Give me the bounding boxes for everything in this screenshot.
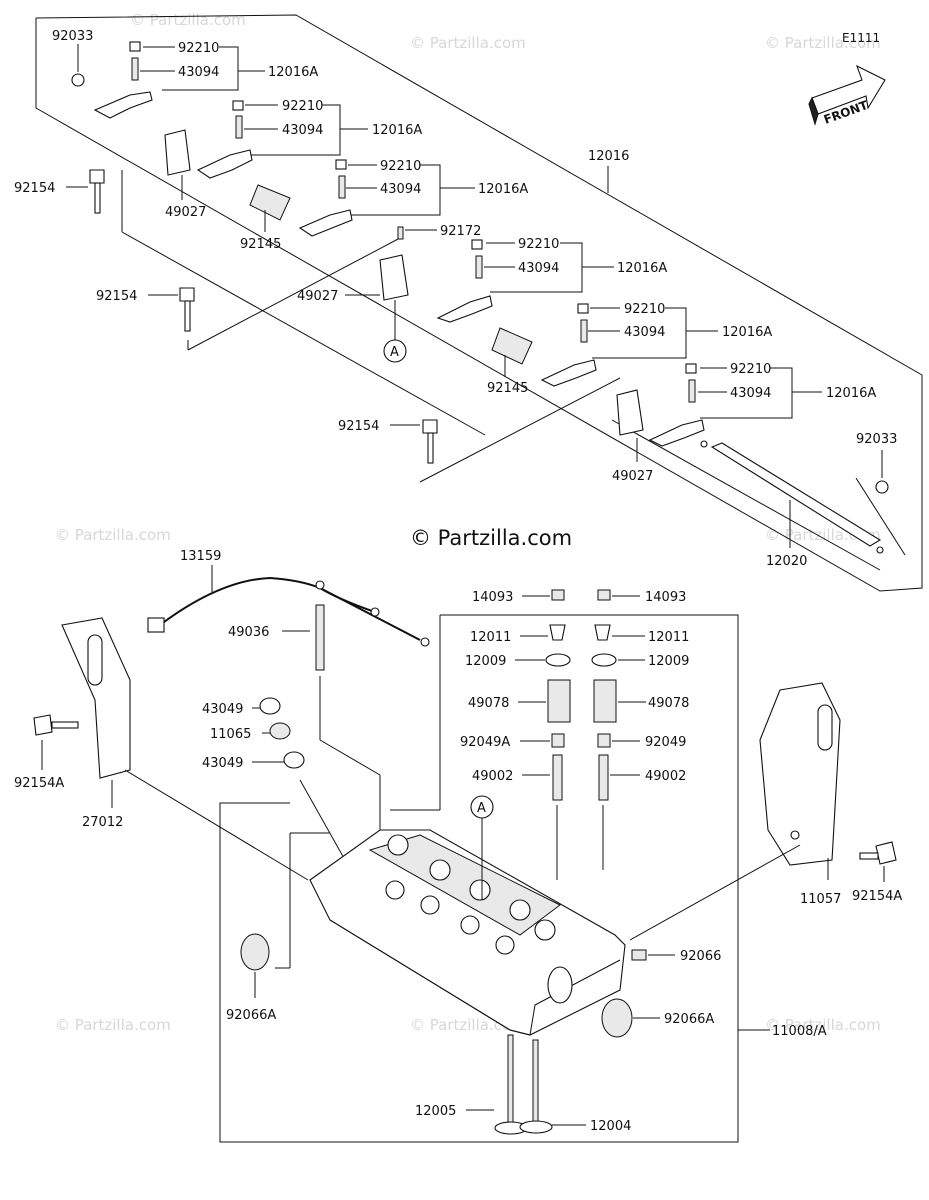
rocker-set-3: 92210 43094 12016A xyxy=(298,159,528,237)
label-12016: 12016 xyxy=(588,149,629,164)
collar-92033-left xyxy=(71,73,85,87)
label-92145: 92145 xyxy=(240,237,281,252)
label-49078: 49078 xyxy=(648,696,689,711)
label-A: A xyxy=(477,801,486,816)
label-12016A: 12016A xyxy=(268,65,318,80)
rocker-shaft: 12020 xyxy=(700,440,884,569)
watermark: © Partzilla.com xyxy=(410,34,526,52)
rocker-set-5: 92210 43094 12016A xyxy=(540,302,772,387)
label-92210: 92210 xyxy=(730,362,771,377)
label-43094: 43094 xyxy=(282,123,323,138)
label-11065: 11065 xyxy=(210,727,251,742)
label-11008A: 11008/A xyxy=(772,1024,827,1039)
diagram-code: E1111 xyxy=(842,31,880,45)
label-92154: 92154 xyxy=(14,181,55,196)
watermarks: © Partzilla.com © Partzilla.com © Partzi… xyxy=(55,11,881,1034)
label-12011: 12011 xyxy=(470,630,511,645)
label-92172: 92172 xyxy=(440,224,481,239)
label-43049: 43049 xyxy=(202,702,243,717)
valve-group: 12005 12004 xyxy=(415,1034,631,1135)
label-92066A: 92066A xyxy=(226,1008,276,1023)
adjuster-screw-icon xyxy=(131,57,139,81)
label-12016A: 12016A xyxy=(478,182,528,197)
label-92154: 92154 xyxy=(338,419,379,434)
cylinder-head-icon xyxy=(309,829,626,1036)
label-12016A: 12016A xyxy=(722,325,772,340)
label-92145: 92145 xyxy=(487,381,528,396)
label-12016A: 12016A xyxy=(372,123,422,138)
seal-group: 43049 11065 43049 xyxy=(202,697,346,861)
label-43094: 43094 xyxy=(518,261,559,276)
label-12011: 12011 xyxy=(648,630,689,645)
label-49002: 49002 xyxy=(645,769,686,784)
plug-group: 92066A 92066 92066A xyxy=(226,933,721,1038)
label-12004: 12004 xyxy=(590,1119,631,1134)
ref-marker-A xyxy=(383,339,407,363)
label-92210: 92210 xyxy=(282,99,323,114)
label-12020: 12020 xyxy=(766,554,807,569)
collar-92033-right xyxy=(875,480,889,494)
label-12009: 12009 xyxy=(648,654,689,669)
label-43094: 43094 xyxy=(624,325,665,340)
rocker-set-2: 92210 43094 12016A xyxy=(196,99,422,179)
label-43094: 43094 xyxy=(380,182,421,197)
label-49002: 49002 xyxy=(472,769,513,784)
glow-plug-icon xyxy=(315,604,325,671)
bolt-group-upper: 92154 92154 92154 xyxy=(14,169,438,464)
label-92154A: 92154A xyxy=(852,889,902,904)
label-92210: 92210 xyxy=(178,41,219,56)
center-watermark: © Partzilla.com xyxy=(410,526,572,550)
label-A: A xyxy=(390,345,399,360)
watermark: © Partzilla.com xyxy=(130,11,246,29)
watermark: © Partzilla.com xyxy=(55,526,171,544)
label-12005: 12005 xyxy=(415,1104,456,1119)
label-43094: 43094 xyxy=(178,65,219,80)
label-92033-left: 92033 xyxy=(52,29,93,44)
label-43049: 43049 xyxy=(202,756,243,771)
label-92154A: 92154A xyxy=(14,776,64,791)
spring-group: 92145 92145 xyxy=(240,184,533,396)
label-92049: 92049 xyxy=(645,735,686,750)
watermark: © Partzilla.com xyxy=(765,34,881,52)
label-14093: 14093 xyxy=(472,590,513,605)
label-12016A: 12016A xyxy=(617,261,667,276)
label-13159: 13159 xyxy=(180,549,221,564)
label-92154: 92154 xyxy=(96,289,137,304)
label-49036: 49036 xyxy=(228,625,269,640)
watermark: © Partzilla.com xyxy=(55,1016,171,1034)
label-49027: 49027 xyxy=(612,469,653,484)
expansion-plug-icon xyxy=(240,933,270,971)
label-49078: 49078 xyxy=(468,696,509,711)
rocker-set-4: 92210 43094 12016A xyxy=(436,237,667,323)
label-12009: 12009 xyxy=(465,654,506,669)
label-92066A: 92066A xyxy=(664,1012,714,1027)
bracket-11057: 11057 92154A xyxy=(629,682,902,941)
front-arrow-icon: FRONT xyxy=(808,64,886,127)
rocker-group-outline xyxy=(35,14,923,592)
label-92210: 92210 xyxy=(624,302,665,317)
rocker-arm-icon xyxy=(93,91,153,119)
rocker-set-1: 92210 43094 12016A xyxy=(93,41,318,119)
label-92033-right: 92033 xyxy=(856,432,897,447)
bracket-27012: 92154A 27012 xyxy=(14,617,309,881)
glow-plug-harness: 13159 xyxy=(147,549,430,647)
watermark: © Partzilla.com xyxy=(765,1016,881,1034)
label-92210: 92210 xyxy=(380,159,421,174)
nut-icon xyxy=(129,41,141,52)
label-92049A: 92049A xyxy=(460,735,510,750)
label-49027: 49027 xyxy=(165,205,206,220)
label-43094: 43094 xyxy=(730,386,771,401)
label-92210: 92210 xyxy=(518,237,559,252)
rocker-set-6: 92210 43094 12016A xyxy=(648,362,876,447)
rocker-support-group: 49027 49027 49027 xyxy=(164,129,653,484)
label-49027: 49027 xyxy=(297,289,338,304)
label-12016A: 12016A xyxy=(826,386,876,401)
valve-train-column: 14093 14093 12011 12011 12009 12009 4907… xyxy=(460,589,689,880)
label-92066: 92066 xyxy=(680,949,721,964)
label-14093: 14093 xyxy=(645,590,686,605)
label-11057: 11057 xyxy=(800,892,841,907)
label-27012: 27012 xyxy=(82,815,123,830)
